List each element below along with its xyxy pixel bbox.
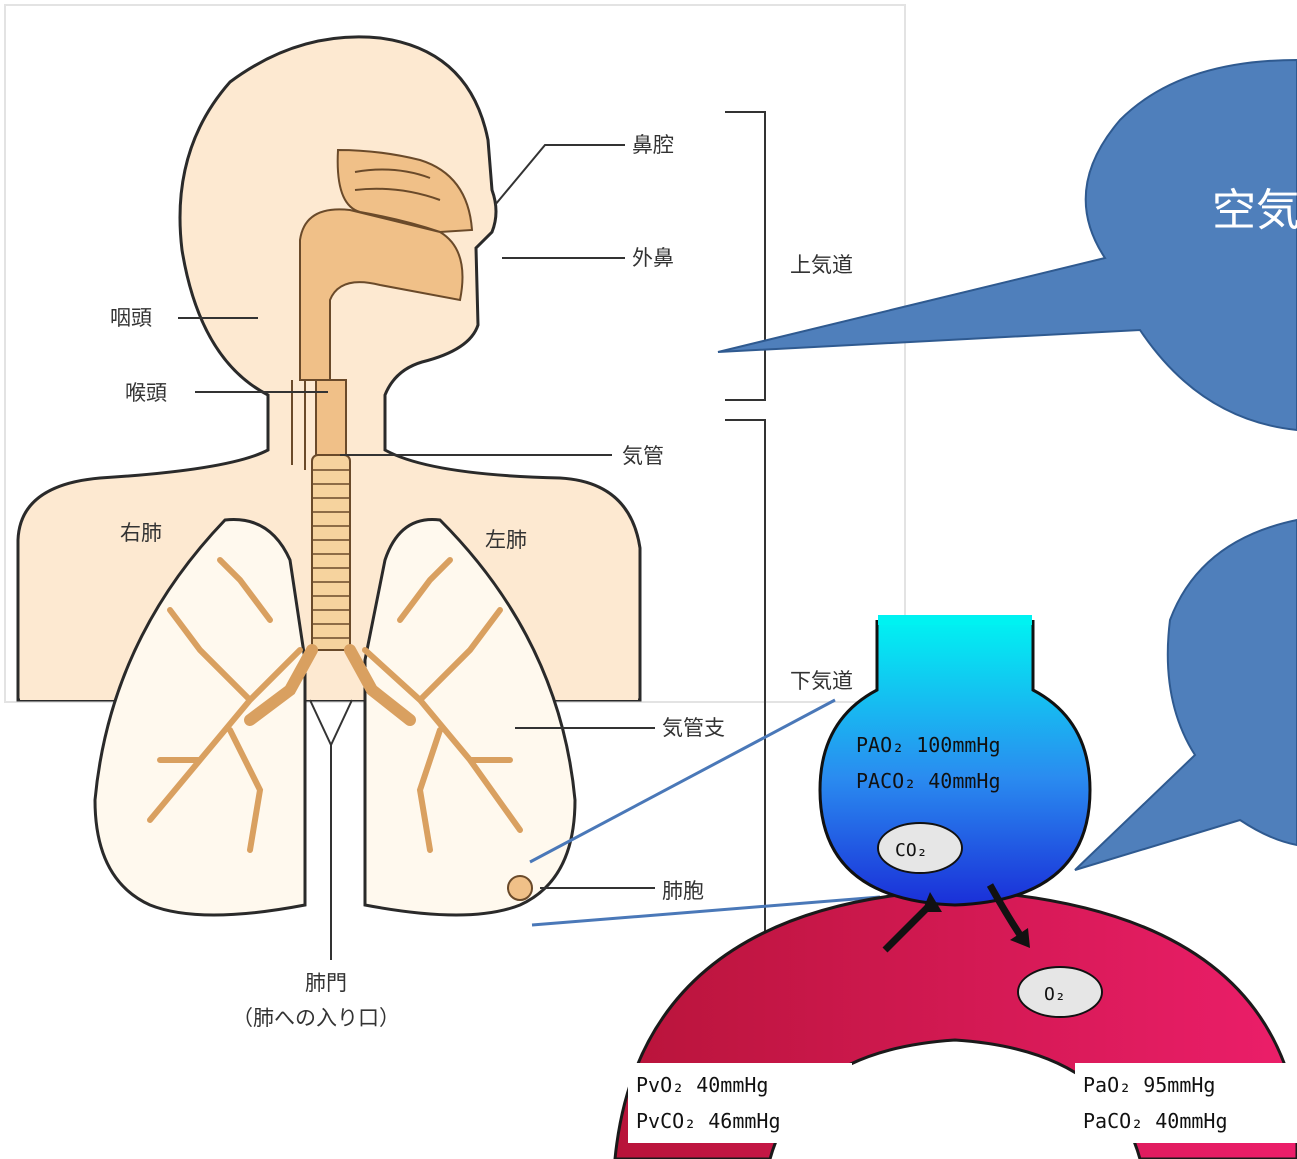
label-external-nose: 外鼻 [632,246,674,270]
arterial-line2: PaCO₂ 40mmHg [1083,1109,1228,1133]
label-hilum: 肺門 [305,971,347,995]
alveolus-pao2: PAO₂ 100mmHg [856,733,1001,757]
venous-line2: PvCO₂ 46mmHg [636,1109,781,1133]
label-bronchi: 気管支 [662,716,725,740]
label-larynx: 喉頭 [125,381,167,405]
label-right-lung: 右肺 [120,521,162,545]
co2-cloud: CO₂ [878,823,962,873]
callout-top-text: 空気 [1212,185,1297,236]
arterial-line1: PaO₂ 95mmHg [1083,1073,1215,1097]
label-nasal-cavity: 鼻腔 [632,133,674,157]
alveolus-paco2: PACO₂ 40mmHg [856,769,1001,793]
label-pharynx: 咽頭 [110,306,152,330]
callout-bottom [1075,520,1297,870]
o2-cloud-label: O₂ [1044,984,1066,1005]
hilum-pointer [310,700,352,960]
label-left-lung: 左肺 [485,528,527,552]
venous-line1: PvO₂ 40mmHg [636,1073,768,1097]
o2-cloud: O₂ [1018,967,1102,1017]
co2-cloud-label: CO₂ [895,840,928,861]
arterial-box: PaO₂ 95mmHg PaCO₂ 40mmHg [1075,1063,1297,1143]
label-alveoli: 肺胞 [662,879,704,903]
venous-box: PvO₂ 40mmHg PvCO₂ 46mmHg [628,1063,852,1143]
label-trachea: 気管 [622,444,664,468]
label-lower-airway: 下気道 [790,669,853,693]
trachea [312,455,350,650]
label-hilum-note: （肺への入り口） [232,1006,400,1030]
label-upper-airway: 上気道 [790,253,853,277]
